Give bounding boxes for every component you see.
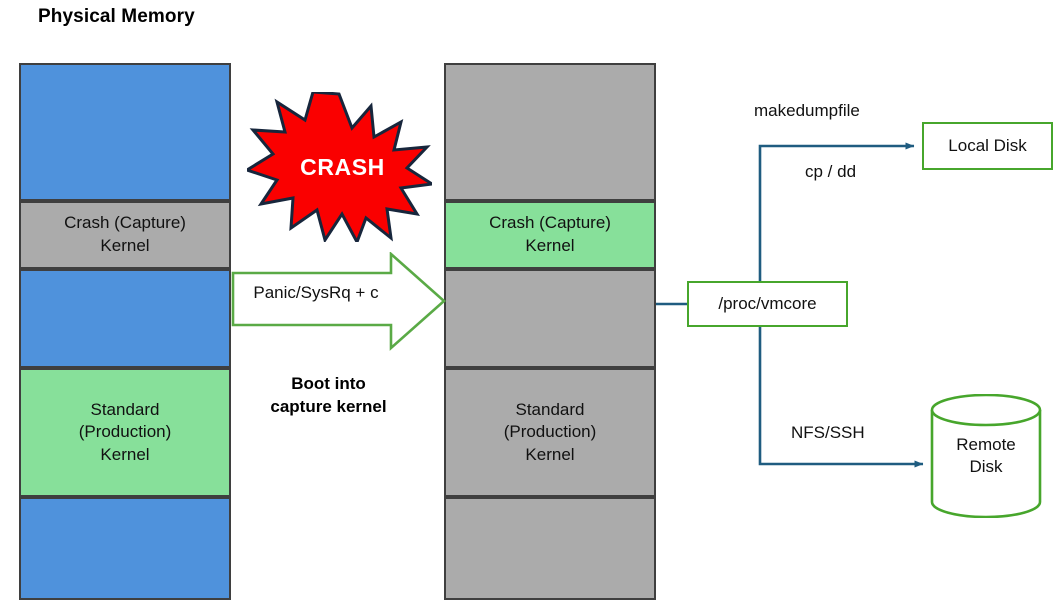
memory-segment-label: Standard(Production)Kernel — [78, 399, 172, 464]
node-local-disk[interactable]: Local Disk — [922, 122, 1053, 170]
memory-segment-production-kernel-inactive: Standard(Production)Kernel — [444, 368, 656, 497]
memory-column-before: Crash (Capture)Kernel Standard(Productio… — [19, 63, 231, 600]
edge-label-nfs-ssh: NFS/SSH — [791, 423, 865, 442]
memory-segment-inactive-top — [444, 63, 656, 201]
memory-segment-label: Standard(Production)Kernel — [503, 399, 597, 464]
page-title: Physical Memory — [38, 6, 195, 27]
boot-transition-arrow — [231, 252, 446, 352]
edge-label-makedumpfile: makedumpfile — [754, 101, 860, 120]
memory-segment-crash-kernel: Crash (Capture)Kernel — [19, 201, 231, 269]
memory-segment-free-top — [19, 63, 231, 201]
memory-segment-free-bottom — [19, 497, 231, 600]
memory-segment-inactive-mid — [444, 269, 656, 368]
node-proc-vmcore[interactable]: /proc/vmcore — [687, 281, 848, 327]
edge-label-cp-dd: cp / dd — [805, 162, 857, 181]
node-local-disk-label: Local Disk — [948, 135, 1027, 155]
memory-segment-production-kernel: Standard(Production)Kernel — [19, 368, 231, 497]
node-remote-disk[interactable] — [930, 394, 1042, 518]
memory-segment-inactive-bottom — [444, 497, 656, 600]
crash-starburst-icon: CRASH — [247, 92, 432, 242]
memory-segment-label: Crash (Capture)Kernel — [64, 213, 186, 255]
node-proc-vmcore-label: /proc/vmcore — [718, 293, 817, 313]
memory-column-after: Crash (Capture)Kernel Standard(Productio… — [444, 63, 656, 600]
memory-segment-free-mid — [19, 269, 231, 368]
memory-segment-label: Crash (Capture)Kernel — [489, 213, 611, 255]
memory-segment-crash-kernel-active: Crash (Capture)Kernel — [444, 201, 656, 269]
